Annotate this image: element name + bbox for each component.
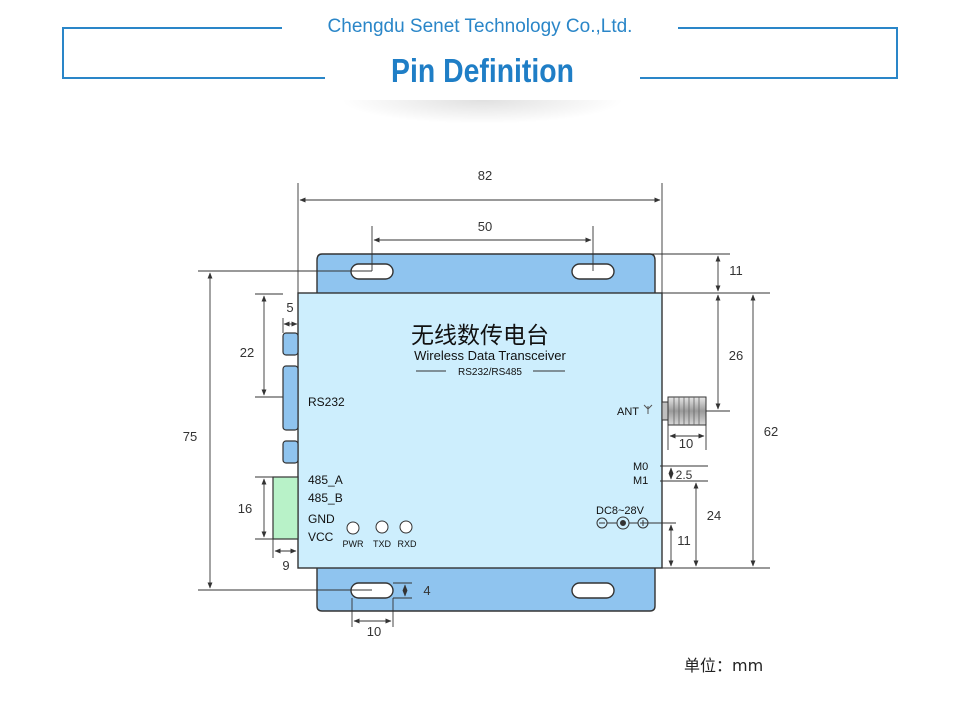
mount-slot-bottom-right	[571, 582, 615, 599]
dim-power-bottom: 11	[677, 533, 691, 548]
dim-ant-offset: 26	[729, 348, 743, 363]
title-shadow	[340, 100, 625, 124]
device-body	[297, 292, 663, 569]
device-title-cn: 无线数传电台	[411, 323, 549, 349]
db9-nut-top	[282, 332, 299, 356]
led-label-pwr: PWR	[343, 539, 364, 549]
rs232-label: RS232	[308, 395, 345, 409]
power-polarity-icon	[596, 516, 649, 530]
dim-mode-pitch: 2.5	[676, 468, 693, 482]
device-subtitle: RS232/RS485	[458, 367, 522, 378]
page-title: Pin Definition	[391, 52, 574, 89]
terminal-label-vcc: VCC	[308, 530, 334, 544]
led-label-txd: TXD	[373, 539, 392, 549]
led-pwr	[346, 521, 360, 535]
db9-shell	[282, 365, 299, 431]
header-title-gap	[325, 72, 640, 82]
antenna-base	[661, 401, 669, 421]
dim-top-gap: 11	[729, 263, 743, 278]
header-rule-left	[62, 27, 282, 29]
dim-overall-height: 75	[183, 429, 197, 444]
unit-note: 单位：mm	[684, 656, 764, 675]
led-rxd	[399, 520, 413, 534]
dim-db9-depth: 5	[286, 300, 293, 315]
header-rule-right	[678, 27, 898, 29]
db9-nut-bottom	[282, 440, 299, 464]
mode-label-m0: M0	[633, 461, 648, 473]
terminal-label-485a: 485_A	[308, 473, 343, 487]
dim-power-offset: 24	[707, 508, 721, 523]
terminal-block	[272, 476, 299, 540]
led-txd	[375, 520, 389, 534]
antenna-icon	[643, 404, 653, 414]
led-label-rxd: RXD	[397, 539, 417, 549]
dim-overall-width: 82	[478, 168, 492, 183]
ant-label: ANT	[617, 406, 639, 418]
terminal-label-gnd: GND	[308, 512, 335, 526]
dim-slot-width: 10	[367, 624, 381, 639]
terminal-label-485b: 485_B	[308, 491, 343, 505]
device-title-en: Wireless Data Transceiver	[414, 348, 566, 363]
dim-ant-length: 10	[679, 436, 693, 451]
dim-body-height: 62	[764, 424, 778, 439]
company-name: Chengdu Senet Technology Co.,Ltd.	[327, 16, 633, 37]
power-label: DC8~28V	[596, 505, 645, 517]
mount-slot-bottom-left	[350, 582, 394, 599]
dim-terminal-depth: 9	[282, 558, 289, 573]
mode-label-m1: M1	[633, 475, 648, 487]
dim-hole-spacing: 50	[478, 219, 492, 234]
dim-terminal-height: 16	[238, 501, 252, 516]
dim-db9-height: 22	[240, 345, 254, 360]
dim-slot-height: 4	[423, 583, 430, 598]
